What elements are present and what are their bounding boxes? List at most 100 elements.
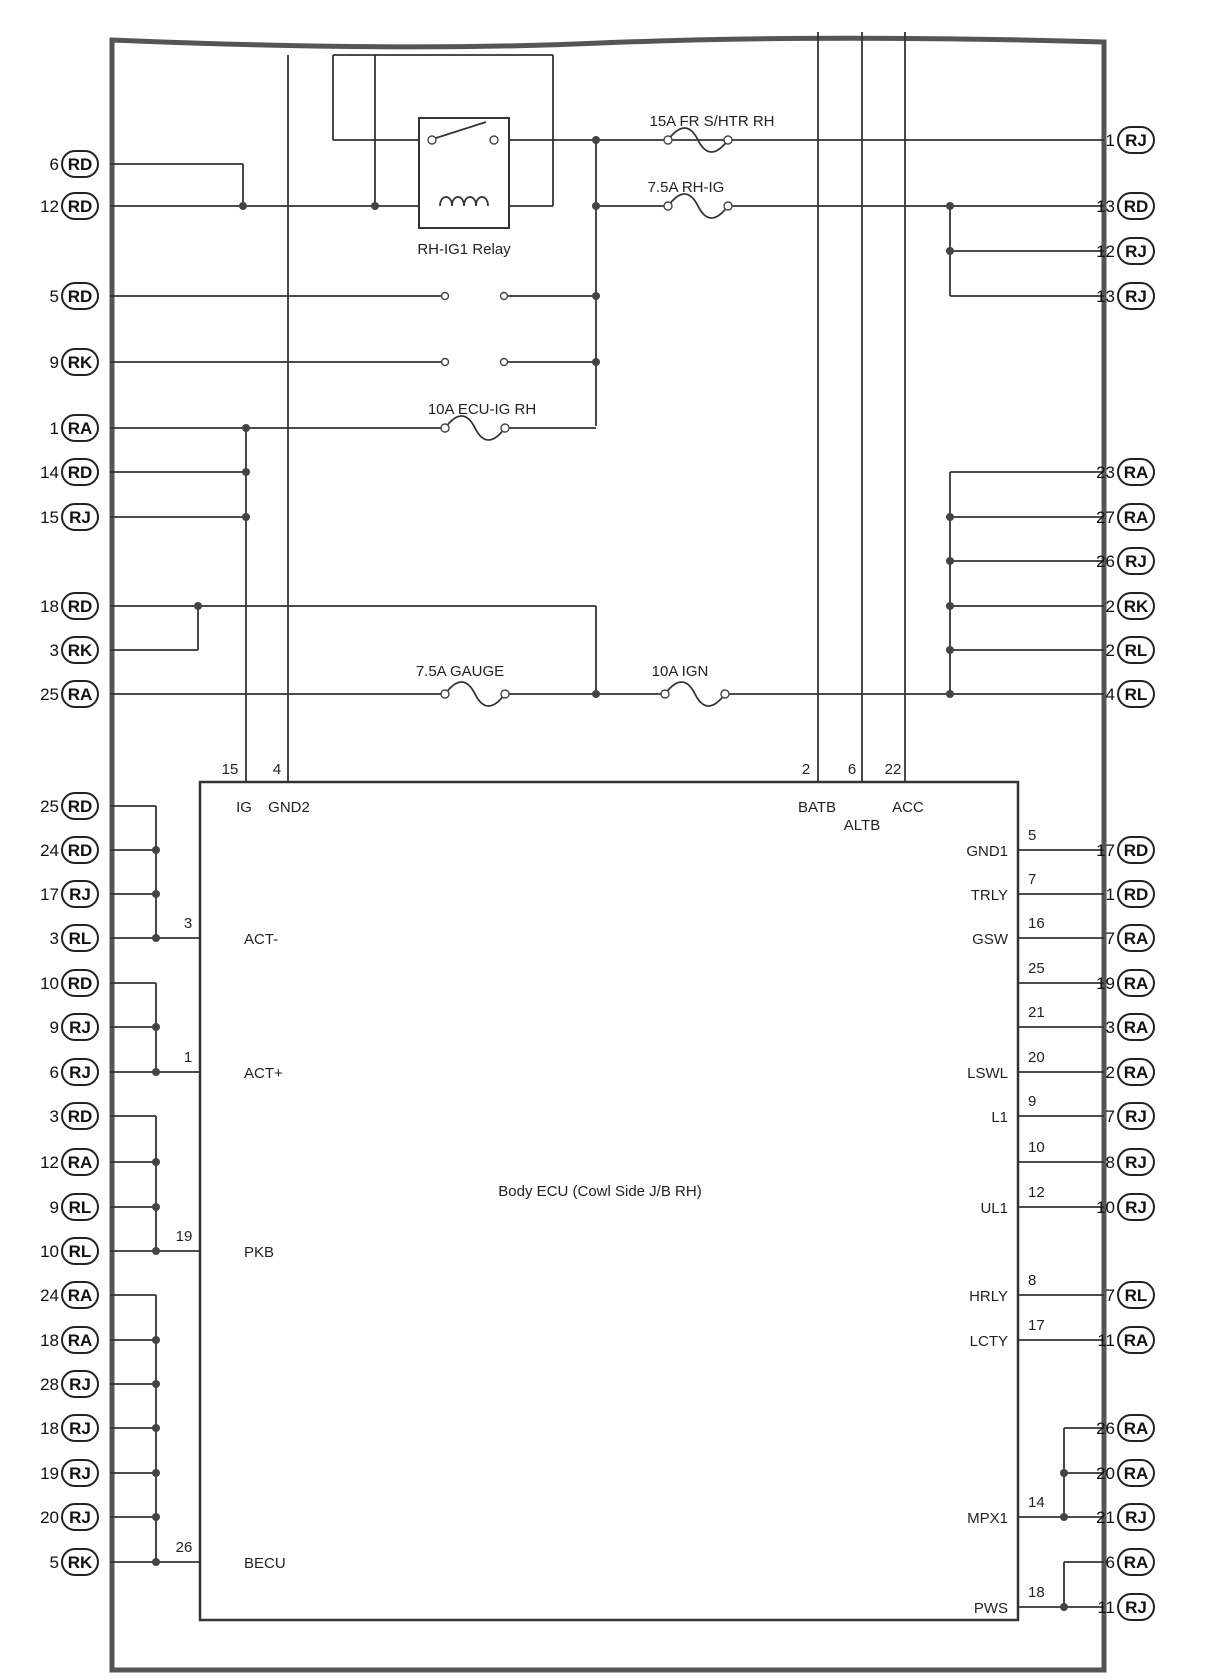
connector-badge: RK3 — [50, 636, 99, 664]
connector-badge: RA1 — [50, 414, 99, 442]
connector-badge: RL9 — [50, 1193, 99, 1221]
connector-badge: RD 6 — [50, 150, 99, 178]
left-pin-name: ACT+ — [244, 1065, 283, 1082]
connector-code: RJ — [69, 1464, 91, 1483]
connector-pin: 13 — [1096, 287, 1115, 306]
connector-badge: RD5 — [50, 282, 99, 310]
connector-pin: 6 — [50, 155, 59, 174]
rh-ig1-relay — [418, 117, 510, 229]
connector-code: RA — [68, 419, 93, 438]
right-pin-name: GSW — [972, 931, 1009, 948]
left-pin-num: 1 — [184, 1049, 192, 1066]
right-pin-num: 21 — [1028, 1004, 1045, 1021]
connector-code: RK — [1124, 597, 1149, 616]
connector-pin: 20 — [1096, 1464, 1115, 1483]
connector-code: RD — [68, 797, 93, 816]
right-pin-name: TRLY — [971, 887, 1008, 904]
connector-pin: 5 — [50, 287, 59, 306]
junction-dot — [1060, 1469, 1068, 1477]
connector-code: RJ — [1125, 1198, 1147, 1217]
connector-badge: RJ1 — [1106, 126, 1155, 154]
right-pin-num: 9 — [1028, 1093, 1036, 1110]
connector-code: RA — [1124, 508, 1149, 527]
connector-badge: RA6 — [1106, 1548, 1155, 1576]
fuse-network — [110, 140, 1104, 695]
connector-pin: 18 — [40, 1331, 59, 1350]
connector-pin: 3 — [50, 1107, 59, 1126]
right-pin-num: 5 — [1028, 827, 1036, 844]
junction-dot — [152, 1023, 160, 1031]
connector-pin: 20 — [40, 1508, 59, 1527]
connector-code: RJ — [69, 1063, 91, 1082]
connector-pin: 2 — [1106, 1063, 1115, 1082]
ecu-top-pins: 15 4 2 6 22 IG GND2 BATB ALTB ACC — [222, 761, 924, 834]
connector-pin: 3 — [50, 929, 59, 948]
connector-code: RD — [68, 155, 93, 174]
svg-text:7.5A RH-IG: 7.5A RH-IG — [648, 179, 725, 196]
right-pin-name: L1 — [991, 1109, 1008, 1126]
connector-pin: 26 — [1096, 552, 1115, 571]
connector-pin: 10 — [40, 1242, 59, 1261]
connector-pin: 18 — [40, 597, 59, 616]
connector-code: RL — [69, 1242, 92, 1261]
connector-pin: 15 — [40, 508, 59, 527]
junction-dot — [239, 202, 247, 210]
junction-dot — [592, 292, 600, 300]
junction-dot — [946, 247, 954, 255]
junction-dots — [152, 136, 1068, 1611]
connector-badge: RL7 — [1106, 1281, 1155, 1309]
junction-dot — [592, 358, 600, 366]
svg-text:10A ECU-IG RH: 10A ECU-IG RH — [428, 401, 536, 418]
connector-badge: RD 12 — [40, 192, 99, 220]
junction-dot — [152, 890, 160, 898]
junction-dot — [152, 1558, 160, 1566]
connector-code: RD — [1124, 841, 1149, 860]
fuse-gauge: 7.5A GAUGE — [416, 663, 510, 707]
svg-text:15A FR S/HTR RH: 15A FR S/HTR RH — [649, 113, 774, 130]
connector-code: RA — [1124, 1018, 1149, 1037]
right-pin-num: 7 — [1028, 871, 1036, 888]
junction-dot — [152, 1380, 160, 1388]
connector-badge: RJ 13 — [1096, 282, 1155, 310]
left-pin-num: 19 — [176, 1228, 193, 1245]
connector-pin: 8 — [1106, 1153, 1115, 1172]
connector-code: RD — [68, 197, 93, 216]
connector-badge: RA2 — [1106, 1058, 1155, 1086]
junction-dot — [194, 602, 202, 610]
connector-pin: 19 — [1096, 974, 1115, 993]
ecu-right-pins: 5 7 16 25 21 20 9 10 12 8 17 14 18 GND1 … — [966, 827, 1044, 1617]
left-pin-name: BECU — [244, 1555, 286, 1572]
connector-pin: 7 — [1106, 1286, 1115, 1305]
connector-pin: 12 — [40, 197, 59, 216]
right-pin-num: 14 — [1028, 1494, 1045, 1511]
connector-pin: 10 — [1096, 1198, 1115, 1217]
connector-code: RL — [69, 929, 92, 948]
connector-code: RJ — [1125, 131, 1147, 150]
connector-pin: 11 — [1097, 1331, 1115, 1350]
right-pin-name: GND1 — [966, 843, 1008, 860]
right-pin-num: 18 — [1028, 1584, 1045, 1601]
connector-code: RJ — [1125, 287, 1147, 306]
junction-dot — [1060, 1513, 1068, 1521]
top-pin-name: GND2 — [268, 799, 310, 816]
connector-badge: RJ 10 — [1096, 1193, 1155, 1221]
top-pin-num: 2 — [802, 761, 810, 778]
junction-dot — [152, 1247, 160, 1255]
connector-pin: 12 — [40, 1153, 59, 1172]
junction-dot — [242, 424, 250, 432]
connector-code: RL — [69, 1198, 92, 1217]
connector-pin: 24 — [40, 841, 59, 860]
connector-code: RJ — [69, 508, 91, 527]
top-pin-num: 15 — [222, 761, 239, 778]
connector-code: RJ — [69, 1508, 91, 1527]
fuse-ecu-ig-rh: 10A ECU-IG RH — [428, 401, 536, 441]
relay-wiring — [110, 54, 1104, 207]
junction-dot — [946, 646, 954, 654]
connector-badge: RK2 — [1106, 592, 1155, 620]
